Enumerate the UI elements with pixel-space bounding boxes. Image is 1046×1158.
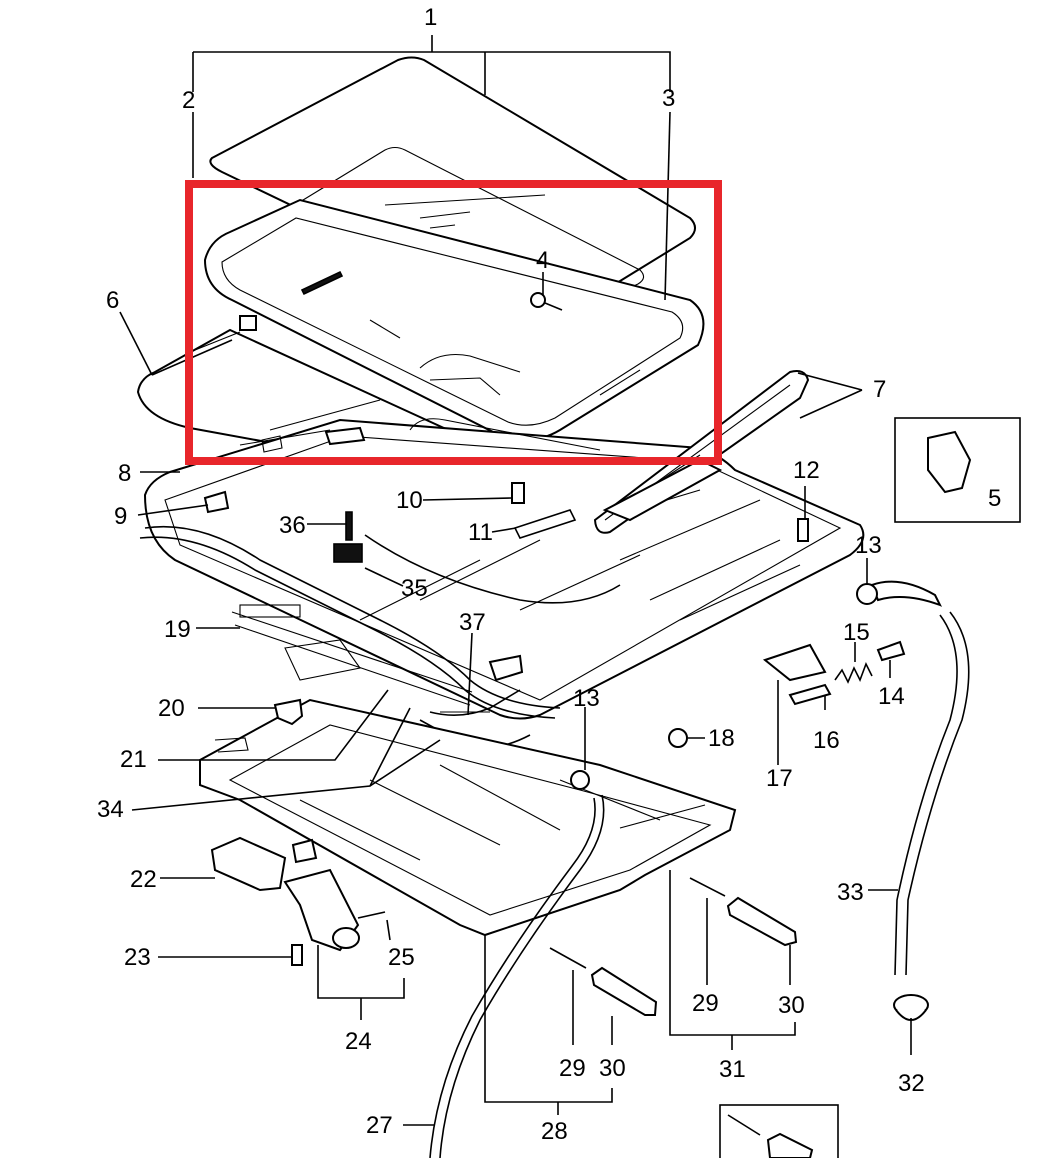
- callout-9: 9: [114, 503, 127, 530]
- callout-35: 35: [401, 575, 428, 602]
- callout-4: 4: [536, 247, 549, 274]
- callout-16: 16: [813, 727, 840, 754]
- sunroof-frame: [203, 198, 705, 442]
- roof-frame: [143, 399, 865, 720]
- callout-13-mid: 13: [573, 685, 600, 712]
- callout-24: 24: [345, 1028, 372, 1055]
- callout-23: 23: [124, 944, 151, 971]
- callout-30-left: 30: [599, 1055, 626, 1082]
- callout-20: 20: [158, 695, 185, 722]
- callout-2: 2: [182, 87, 195, 114]
- callout-13-top: 13: [855, 532, 882, 559]
- leader-lines: [119, 35, 912, 1126]
- callout-33: 33: [837, 879, 864, 906]
- callout-19: 19: [164, 616, 191, 643]
- callout-29-right: 29: [692, 990, 719, 1017]
- callout-31: 31: [719, 1056, 746, 1083]
- drain-hoses: [429, 580, 970, 1158]
- callout-27: 27: [366, 1112, 393, 1139]
- callout-17: 17: [766, 765, 793, 792]
- callout-30-right: 30: [778, 992, 805, 1019]
- callout-11: 11: [468, 519, 493, 546]
- glass-panel: [209, 56, 696, 324]
- callout-18: 18: [708, 725, 735, 752]
- callout-21: 21: [120, 746, 147, 773]
- callout-34: 34: [97, 796, 124, 823]
- highlight-box: [185, 180, 722, 465]
- callout-labels: 1 2 3 4 5 6 7 8 9 10 11 12 13 13 14 15 1…: [97, 4, 1001, 1145]
- callout-29-left: 29: [559, 1055, 586, 1082]
- callout-8: 8: [118, 460, 131, 487]
- callout-22: 22: [130, 866, 157, 893]
- callout-36: 36: [279, 512, 306, 539]
- callout-28: 28: [541, 1118, 568, 1145]
- callout-5: 5: [988, 485, 1001, 512]
- lower-frame: [199, 458, 827, 937]
- callout-32: 32: [898, 1070, 925, 1097]
- callout-1: 1: [424, 4, 437, 31]
- callout-14: 14: [878, 683, 905, 710]
- callout-3: 3: [662, 85, 675, 112]
- callout-25: 25: [388, 944, 415, 971]
- callout-7: 7: [873, 376, 886, 403]
- callout-15: 15: [843, 619, 870, 646]
- callout-12: 12: [793, 457, 820, 484]
- callout-10: 10: [396, 487, 423, 514]
- callout-37: 37: [459, 609, 486, 636]
- callout-6: 6: [106, 287, 119, 314]
